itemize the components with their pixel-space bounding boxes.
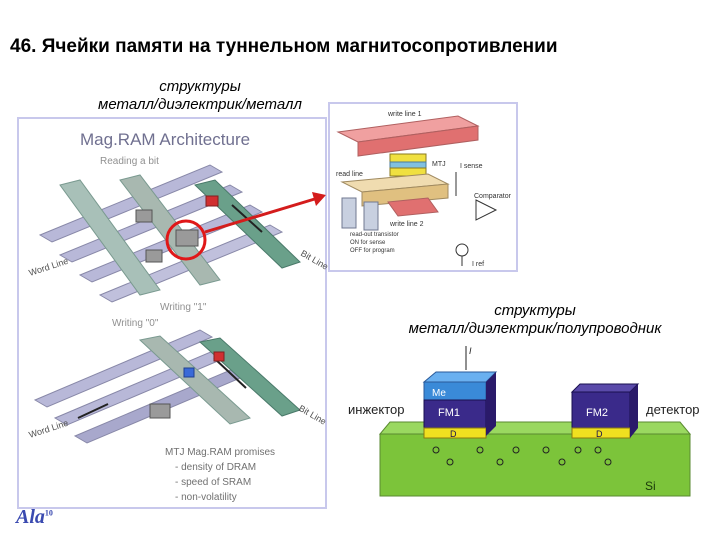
footer-logo: Ala10 [16,506,53,529]
highlight-circle [165,219,207,261]
isense-label: I sense [460,163,483,170]
si-label: Si [645,479,656,493]
current-source [455,243,469,257]
caption-mis: структуры металл/диэлектрик/полупроводни… [360,302,710,338]
promise-3: - non-volatility [175,492,237,503]
slide-title: 46. Ячейки памяти на туннельном магнитос… [10,36,558,57]
fm1-label: FM1 [438,407,460,419]
caption-mis-line2: металл/диэлектрик/полупроводник [408,320,662,337]
caption-mis-line1: структуры [494,302,576,319]
magram-reading-label: Reading a bit [100,156,159,167]
page-number: 10 [44,508,53,518]
logo-text: Ala [16,506,45,528]
comparator-label: Comparator [474,193,512,200]
current-label: I [469,346,472,356]
mtj-label: MTJ [432,161,446,168]
promise-1: - density of DRAM [175,462,256,473]
promise-2: - speed of SRAM [175,477,251,488]
magram-title: Mag.RAM Architecture [80,130,250,149]
injector-label: инжектор [348,402,404,417]
mtj-figure: write line 1 MTJ I sense read line write… [328,102,518,272]
writing1-label: Writing "1" [160,302,207,313]
write-line-2-label: write line 2 [389,221,424,228]
me-label: Me [432,388,446,399]
transistor-label-2: ON for sense [350,240,386,246]
caption-mim-line1: структуры [159,78,241,95]
lower-cells [149,351,225,419]
d2-label: D [596,429,603,439]
d1-label: D [450,429,457,439]
iref-label: I ref [472,261,484,268]
caption-mim-line2: металл/диэлектрик/металл [98,96,302,113]
fm2-label: FM2 [586,407,608,419]
pointer-arrow-head [312,192,326,206]
mtj-layer-mid [389,161,427,169]
detector-label: детектор [646,402,700,417]
write-line-1-label: write line 1 [387,111,422,118]
si-substrate [379,433,691,497]
promises-title: MTJ Mag.RAM promises [165,447,275,458]
transistor-label-3: OFF for program [350,248,395,254]
pointer-arrow [204,196,319,234]
mtj-layer-top [389,153,427,163]
transistor-label-1: read-out transistor [350,232,399,238]
spin-figure: Si Me FM1 D I FM2 D инжектор детектор [348,346,700,497]
read-line-label: read line [336,171,363,178]
electron-spins [432,446,612,466]
lower-bit-lines [77,335,301,425]
caption-mim: структуры металл/диэлектрик/металл [60,78,340,114]
comparator-symbol [475,199,498,221]
fm1-layer [423,399,487,429]
write-line-2 [387,197,439,217]
writing0-label: Writing "0" [112,318,159,329]
upper-cells [135,195,219,263]
